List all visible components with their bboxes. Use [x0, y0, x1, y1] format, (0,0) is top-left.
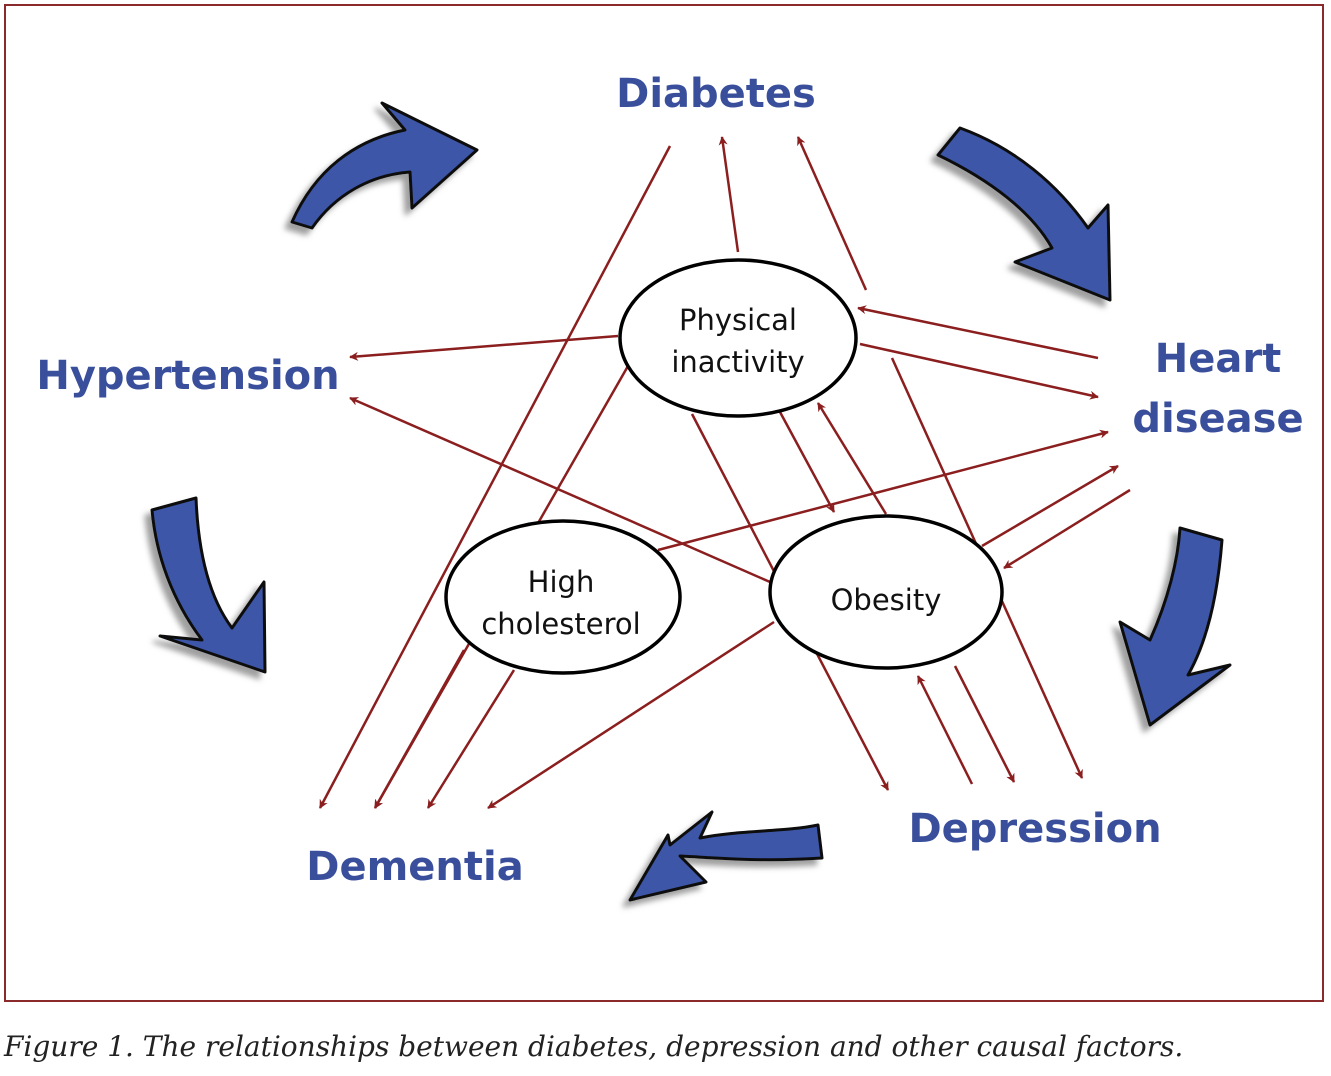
link-obesity-to-diabetes [796, 136, 868, 291]
link-obesity-to-hypertension [349, 396, 771, 584]
link-obesity-to-depression [953, 665, 1016, 783]
physical-inactivity-label-2: inactivity [671, 345, 804, 379]
link-physical-to-hypertension [349, 334, 619, 361]
figure-caption: Figure 1. The relationships between diab… [4, 1030, 1184, 1063]
link-cholesterol-to-heart [657, 429, 1109, 552]
link-physical-to-obesity [778, 411, 836, 513]
cycle-arrow-hypertension-to-diabetes [290, 101, 479, 230]
link-depression-to-obesity [916, 675, 974, 785]
hypertension-label: Hypertension [36, 353, 339, 399]
high-cholesterol-node [444, 519, 682, 675]
factor-nodes [444, 258, 1004, 675]
cycle-arrows [150, 101, 1232, 902]
depression-label: Depression [908, 806, 1161, 852]
physical-inactivity-label-1: Physical [679, 303, 797, 337]
dementia-label: Dementia [306, 844, 523, 890]
heart-disease-label-2: disease [1132, 396, 1303, 442]
relationship-diagram: Physical inactivity High cholesterol Obe… [36, 71, 1304, 902]
obesity-label: Obesity [831, 583, 942, 617]
diabetes-label: Diabetes [616, 71, 816, 117]
link-obesity-to-physical [816, 402, 888, 515]
link-obesity-to-dementia [487, 620, 775, 810]
link-physical-to-heart [859, 342, 1099, 400]
heart-disease-label-1: Heart [1155, 336, 1281, 382]
causal-links [318, 136, 1131, 810]
link-heart-to-obesity [1003, 488, 1131, 570]
link-physical-to-diabetes [718, 136, 740, 253]
high-cholesterol-label-2: cholesterol [481, 607, 640, 641]
cycle-arrow-dementia-to-hypertension [150, 496, 267, 674]
link-cholesterol-to-dementia-b [426, 669, 516, 809]
physical-inactivity-node [618, 258, 858, 418]
link-cholesterol-to-dementia-a [373, 649, 466, 809]
link-heart-to-physical [857, 305, 1099, 360]
cycle-arrow-diabetes-to-heart [936, 126, 1112, 302]
link-obesity-to-heart [981, 464, 1119, 548]
link-diabetes-to-dementia [318, 145, 672, 809]
high-cholesterol-label-1: High [528, 565, 595, 599]
cycle-arrow-depression-to-dementia [628, 810, 824, 902]
obesity-node [768, 514, 1004, 670]
cycle-arrow-heart-to-depression [1118, 526, 1232, 727]
figure-frame [4, 4, 1324, 1002]
